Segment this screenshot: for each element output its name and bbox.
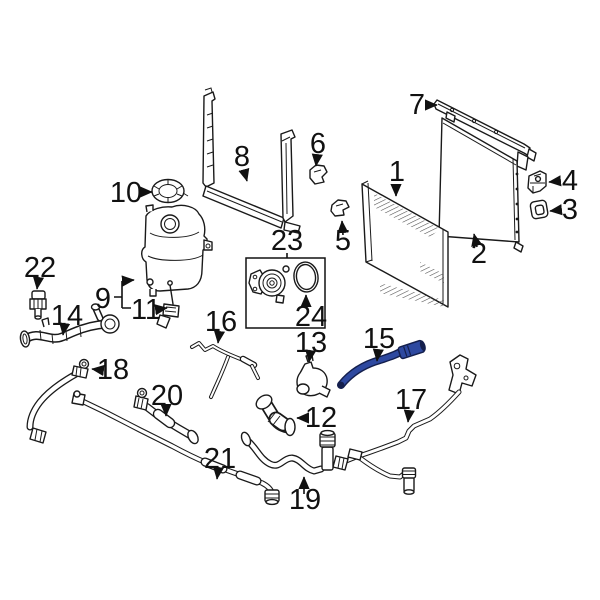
part-10-reservoir-cap[interactable] <box>151 178 189 204</box>
part-13-thermostat-housing[interactable] <box>296 354 331 398</box>
callout-label: 24 <box>295 301 327 333</box>
callout-arrow <box>549 204 563 216</box>
callout-23[interactable]: 23 <box>271 225 303 258</box>
callout-13[interactable]: 13 <box>295 327 327 363</box>
callout-arrow <box>212 466 225 480</box>
callout-arrow <box>311 153 323 167</box>
callout-label: 8 <box>234 141 250 173</box>
callout-label: 4 <box>562 165 578 197</box>
callout-label: 2 <box>471 238 487 270</box>
callout-arrow <box>403 409 415 423</box>
part-1-condenser[interactable] <box>361 180 449 308</box>
callout-label: 1 <box>389 156 405 188</box>
part-24-o-ring[interactable] <box>292 260 320 293</box>
callout-20[interactable]: 20 <box>151 380 183 417</box>
part-23-thermostat-box[interactable] <box>245 257 326 329</box>
callout-arrow <box>238 167 250 182</box>
callout-label: 11 <box>131 294 161 326</box>
callout-arrow <box>372 348 384 362</box>
callout-17[interactable]: 17 <box>395 384 427 423</box>
callout-label: 14 <box>51 300 83 332</box>
part-9-expansion-tank[interactable] <box>141 204 213 297</box>
callout-arrow <box>213 330 226 344</box>
callout-11[interactable]: 11 <box>131 294 168 326</box>
callout-label: 10 <box>110 177 142 209</box>
callout-label: 15 <box>363 323 395 355</box>
callout-22[interactable]: 22 <box>24 252 56 290</box>
callout-label: 7 <box>409 89 425 121</box>
callout-9[interactable]: 9 <box>95 275 135 315</box>
callout-arrow <box>471 233 483 248</box>
part-16-vent-hose[interactable] <box>190 341 260 399</box>
part-19-coolant-hose[interactable] <box>240 429 336 475</box>
callout-arrow <box>91 364 105 377</box>
part-4-mounting-bracket[interactable] <box>527 170 547 194</box>
part-18-coolant-hose[interactable] <box>26 358 90 444</box>
part-6-clip[interactable] <box>309 164 328 185</box>
callout-label: 21 <box>204 443 236 475</box>
part-2-radiator[interactable] <box>438 111 524 253</box>
callout-arrow <box>32 276 45 290</box>
callout-label: 18 <box>97 354 129 386</box>
callout-14[interactable]: 14 <box>51 300 83 336</box>
callout-arrow <box>548 175 562 187</box>
callout-label: 17 <box>395 384 427 416</box>
callout-16[interactable]: 16 <box>205 306 237 344</box>
callout-24[interactable]: 24 <box>295 294 327 333</box>
part-3-grommet[interactable] <box>529 199 549 220</box>
callout-1[interactable]: 1 <box>389 156 405 197</box>
callout-label: 19 <box>289 484 321 516</box>
part-5-clip[interactable] <box>330 199 350 217</box>
callout-10[interactable]: 10 <box>110 177 153 209</box>
callout-label: 16 <box>205 306 237 338</box>
callout-15[interactable]: 15 <box>363 323 395 362</box>
callout-19[interactable]: 19 <box>289 476 321 516</box>
part-23-thermostat[interactable] <box>248 265 290 304</box>
callout-arrow <box>154 304 168 316</box>
callout-7[interactable]: 7 <box>409 89 438 121</box>
callout-8[interactable]: 8 <box>234 141 250 182</box>
part-14-radiator-hose[interactable] <box>19 303 120 348</box>
callout-5[interactable]: 5 <box>335 220 351 257</box>
callout-12[interactable]: 12 <box>296 402 337 434</box>
callout-label: 22 <box>24 252 56 284</box>
callout-label: 23 <box>271 225 303 257</box>
part-12-elbow-fitting[interactable] <box>254 392 296 437</box>
part-22-bleeder-plug[interactable] <box>29 290 47 320</box>
part-17-coolant-hose[interactable] <box>332 354 477 495</box>
callout-label: 3 <box>562 194 578 226</box>
callout-arrow <box>305 349 317 363</box>
part-7-upper-radiator-support[interactable] <box>433 99 537 171</box>
callout-6[interactable]: 6 <box>310 128 326 167</box>
callout-label: 20 <box>151 380 183 412</box>
callout-arrow <box>59 322 71 336</box>
callout-2[interactable]: 2 <box>471 233 487 270</box>
callout-label: 9 <box>95 283 111 315</box>
callout-21[interactable]: 21 <box>204 443 236 480</box>
part-20-coolant-hose[interactable] <box>133 387 200 446</box>
callout-bracket <box>114 281 131 309</box>
callout-arrow <box>337 220 349 236</box>
callout-18[interactable]: 18 <box>91 354 129 386</box>
callout-label: 12 <box>305 402 337 434</box>
callout-label: 6 <box>310 128 326 160</box>
callout-arrow <box>121 275 135 287</box>
part-8-radiator-carrier[interactable] <box>202 87 301 234</box>
callout-4[interactable]: 4 <box>548 165 578 197</box>
callout-3[interactable]: 3 <box>549 194 578 226</box>
